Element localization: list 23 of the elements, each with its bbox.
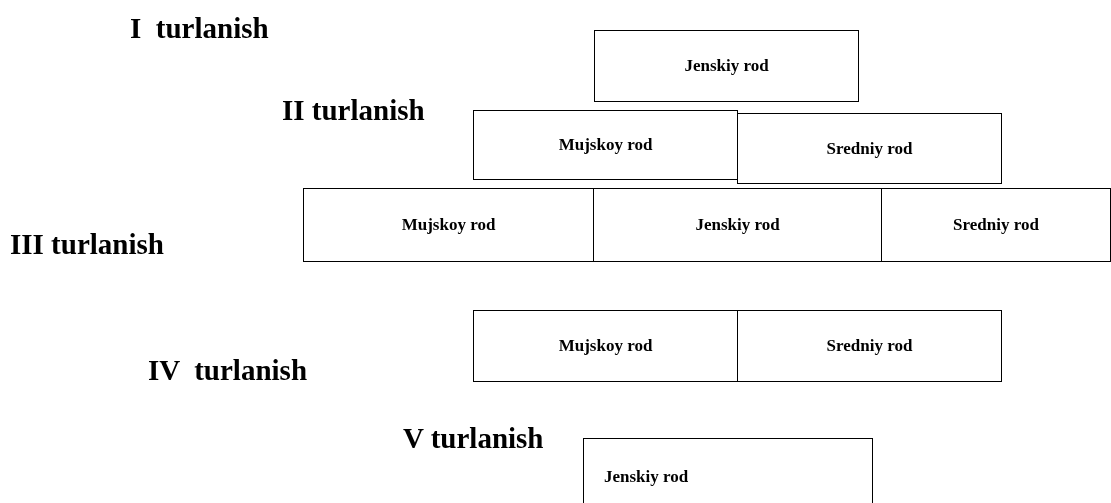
category-box	[594, 30, 859, 102]
category-box	[473, 110, 738, 180]
category-box	[737, 310, 1002, 382]
box-text: Sredniy rod	[826, 336, 913, 356]
category-box	[881, 188, 1111, 262]
declension-label: IV turlanish	[148, 356, 308, 385]
box-text: Sredniy rod	[826, 138, 913, 159]
declension-label: II turlanish	[282, 96, 425, 125]
box-text: Jenskiy rod	[695, 215, 780, 235]
box-text: Mujskoy rod	[558, 336, 653, 356]
category-box	[473, 310, 738, 382]
box-text: Mujskoy rod	[558, 135, 653, 155]
category-box	[737, 113, 1002, 184]
declension-label: I turlanish	[130, 14, 269, 43]
category-box	[583, 438, 873, 503]
category-box	[303, 188, 594, 262]
box-text: Jenskiy rod	[684, 56, 769, 76]
box-text: Mujskoy rod	[401, 215, 496, 235]
box-text: Jenskiy rod	[604, 467, 689, 487]
declension-label: III turlanish	[10, 230, 164, 259]
declension-label: V turlanish	[403, 424, 544, 453]
box-text: Sredniy rod	[953, 215, 1039, 235]
category-box	[593, 188, 882, 262]
